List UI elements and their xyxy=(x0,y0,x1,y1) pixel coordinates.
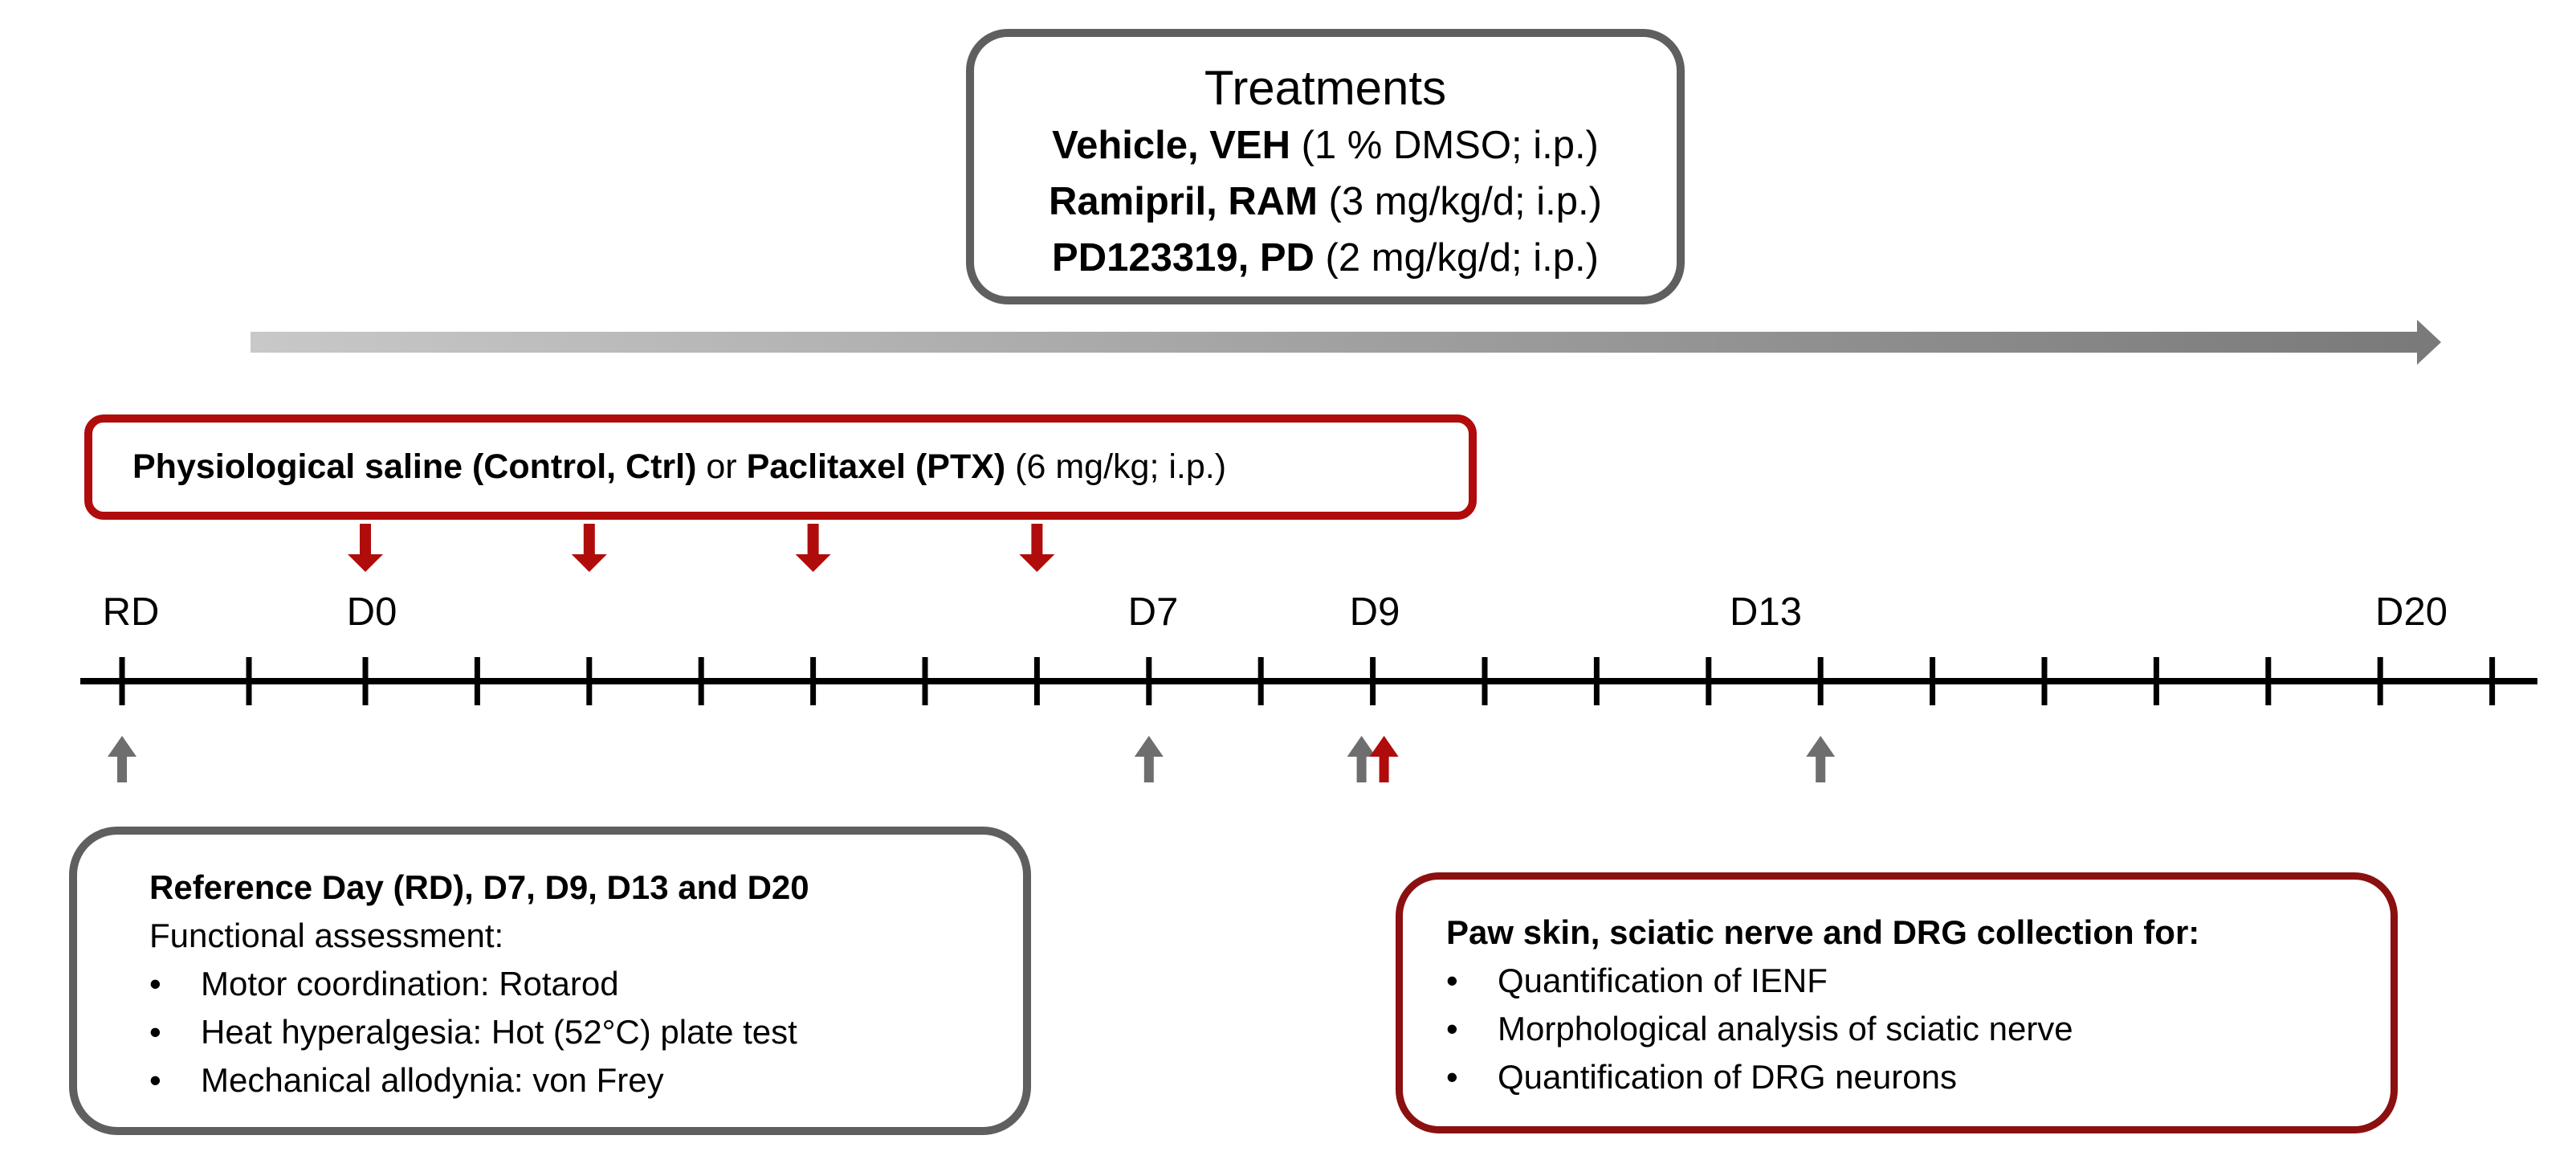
collection-item: Quantification of IENF xyxy=(1498,962,1828,999)
collection-list: • Quantification of IENF • Morphological a… xyxy=(1446,957,2391,1101)
day-label-d9: D9 xyxy=(1349,590,1400,634)
treatment-dose: (1 % DMSO; i.p.) xyxy=(1290,124,1599,167)
day-label-rd: RD xyxy=(102,590,160,634)
assessment-arrow-icon xyxy=(1806,736,1836,782)
list-item: • Heat hyperalgesia: Hot (52°C) plate tes… xyxy=(149,1008,1023,1056)
treatments-title: Treatments xyxy=(1204,61,1447,115)
list-item: • Quantification of IENF xyxy=(1446,957,2391,1005)
treatment-name: Ramipril, RAM xyxy=(1049,180,1318,223)
bullet-icon: • xyxy=(1446,1010,1458,1047)
injection-arrow-icon xyxy=(795,524,831,572)
list-item: • Quantification of DRG neurons xyxy=(1446,1053,2391,1101)
day-label-d0: D0 xyxy=(346,590,397,634)
bullet-icon: • xyxy=(149,965,161,1003)
assessment-subheading: Functional assessment: xyxy=(149,917,504,954)
assessment-item: Motor coordination: Rotarod xyxy=(201,965,619,1003)
collection-item: Morphological analysis of sciatic nerve xyxy=(1498,1010,2073,1047)
treatment-name: Vehicle, VEH xyxy=(1052,124,1290,167)
treatment-period-arrow xyxy=(251,320,2441,365)
assessment-arrow-icon xyxy=(1347,736,1376,782)
induction-box: Physiological saline (Control, Ctrl) or … xyxy=(84,414,1477,520)
assessment-arrow-icon xyxy=(1134,736,1164,782)
functional-assessment-box: Reference Day (RD), D7, D9, D13 and D20 … xyxy=(69,827,1031,1135)
assessment-item: Mechanical allodynia: von Frey xyxy=(201,1061,664,1099)
treatment-pd123319: PD123319, PD (2 mg/kg/d; i.p.) xyxy=(974,230,1677,286)
collection-arrow xyxy=(1369,736,1399,782)
collection-heading: Paw skin, sciatic nerve and DRG collecti… xyxy=(1446,913,2200,951)
timeline-ticks xyxy=(119,657,2496,705)
bullet-icon: • xyxy=(1446,1058,1458,1096)
collection-arrow-icon xyxy=(1369,736,1399,782)
tissue-collection-box: Paw skin, sciatic nerve and DRG collecti… xyxy=(1396,872,2398,1133)
paclitaxel-dose: (6 mg/kg; i.p.) xyxy=(1005,447,1227,486)
injection-arrows xyxy=(348,524,1055,572)
list-item: • Mechanical allodynia: von Frey xyxy=(149,1056,1023,1105)
treatment-dose: (3 mg/kg/d; i.p.) xyxy=(1317,180,1602,223)
treatment-name: PD123319, PD xyxy=(1052,236,1314,280)
bullet-icon: • xyxy=(1446,962,1458,999)
assessment-arrow-icon xyxy=(108,736,137,782)
treatment-ramipril: Ramipril, RAM (3 mg/kg/d; i.p.) xyxy=(974,174,1677,230)
bullet-icon: • xyxy=(149,1013,161,1051)
assessment-heading: Reference Day (RD), D7, D9, D13 and D20 xyxy=(149,868,809,906)
collection-item: Quantification of DRG neurons xyxy=(1498,1058,1957,1096)
treatments-box: Treatments Vehicle, VEH (1 % DMSO; i.p.)… xyxy=(966,29,1685,304)
day-label-d13: D13 xyxy=(1730,590,1802,634)
treatment-vehicle: Vehicle, VEH (1 % DMSO; i.p.) xyxy=(974,117,1677,174)
day-label-d7: D7 xyxy=(1127,590,1179,634)
assessment-arrows xyxy=(108,736,1836,782)
or-label: or xyxy=(696,447,747,486)
injection-arrow-icon xyxy=(1019,524,1055,572)
injection-arrow-icon xyxy=(571,524,607,572)
injection-arrow-icon xyxy=(348,524,383,572)
list-item: • Motor coordination: Rotarod xyxy=(149,960,1023,1008)
paclitaxel-label: Paclitaxel (PTX) xyxy=(746,447,1006,486)
list-item: • Morphological analysis of sciatic nerve xyxy=(1446,1005,2391,1053)
day-label-d20: D20 xyxy=(2375,590,2448,634)
treatment-dose: (2 mg/kg/d; i.p.) xyxy=(1314,236,1599,280)
assessment-list: • Motor coordination: Rotarod • Heat hyper… xyxy=(149,960,1023,1105)
bullet-icon: • xyxy=(149,1061,161,1099)
assessment-item: Heat hyperalgesia: Hot (52°C) plate test xyxy=(201,1013,797,1051)
control-label: Physiological saline (Control, Ctrl) xyxy=(132,447,697,486)
